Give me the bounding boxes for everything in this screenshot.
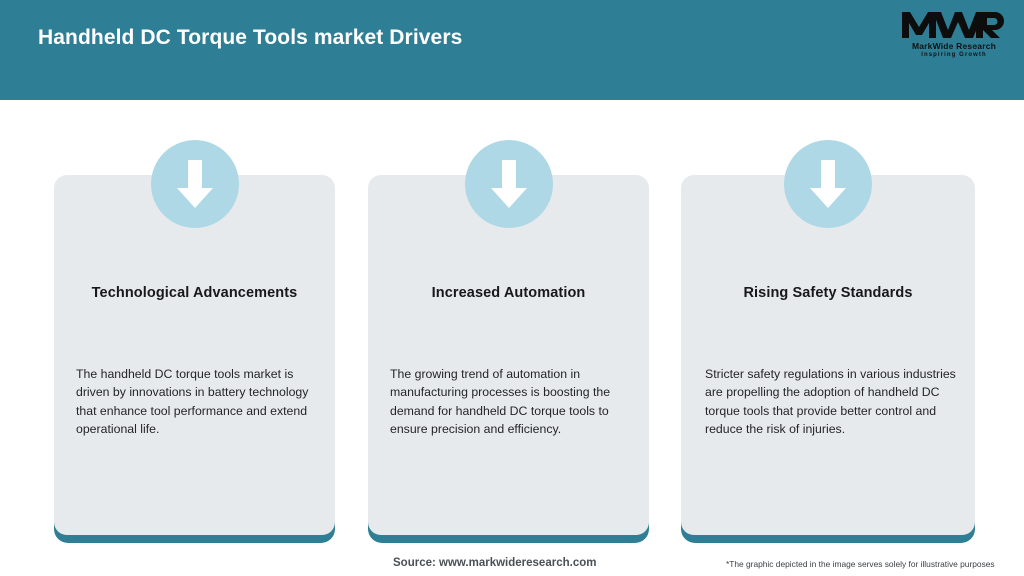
card-body-text: The handheld DC torque tools market is d… [76,367,309,437]
down-arrow-icon [784,140,872,228]
card-body-text: Stricter safety regulations in various i… [705,367,956,437]
down-arrow-icon [150,140,239,228]
source-label: Source: www.markwideresearch.com [393,557,597,569]
card-title: Rising Safety Standards [743,285,913,301]
down-arrow-icon [465,140,553,228]
card-title: Technological Advancements [91,285,298,301]
mwr-logo-icon [902,12,1004,38]
brand-logo: MarkWide Research Inspiring Growth [900,8,1008,64]
card-title: Increased Automation [431,285,586,301]
card-panel: Rising Safety Standards Stricter safety … [681,175,975,535]
page-title: Handheld DC Torque Tools market Drivers [38,26,463,49]
down-arrow-glyph [176,160,213,208]
page-header: Handheld DC Torque Tools market Drivers … [0,0,1024,100]
down-arrow-glyph [810,160,846,208]
card-body-text: The growing trend of automation in manuf… [390,367,611,437]
card-panel: Technological Advancements The handheld … [54,175,335,535]
disclaimer-note: *The graphic depicted in the image serve… [726,559,995,569]
logo-tagline: Inspiring Growth [921,52,987,58]
card-panel: Increased Automation The growing trend o… [368,175,649,535]
down-arrow-glyph [491,160,527,208]
logo-company-name: MarkWide Research [911,41,997,51]
